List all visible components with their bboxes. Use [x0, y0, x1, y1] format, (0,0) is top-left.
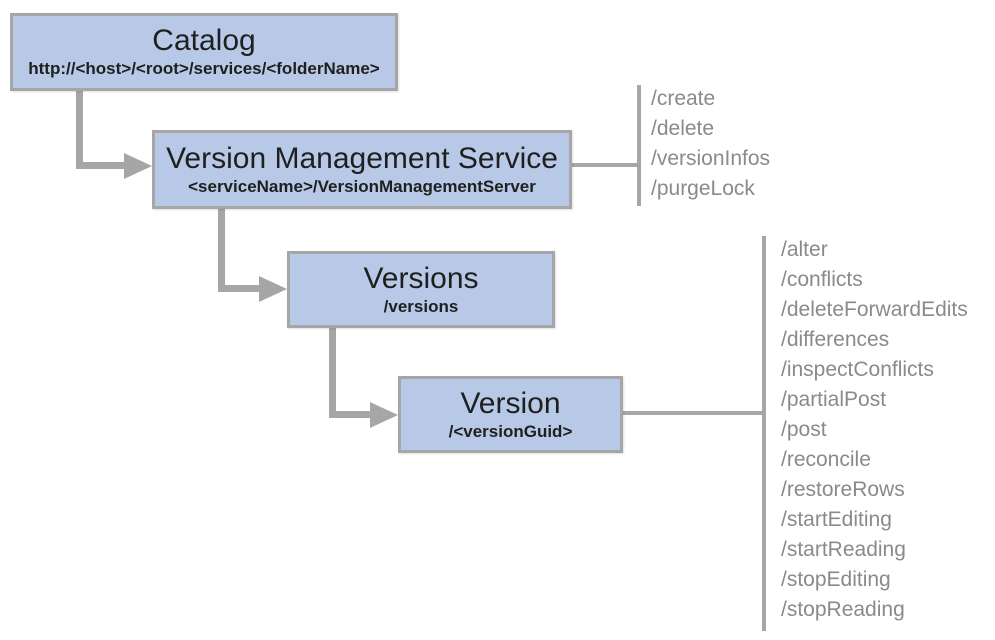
operation-item: /conflicts	[781, 268, 863, 291]
operation-item: /stopReading	[781, 598, 905, 621]
operation-item: /versionInfos	[651, 147, 771, 170]
node-version-management-service: Version Management Service <serviceName>…	[152, 130, 572, 209]
operation-item: /inspectConflicts	[781, 358, 934, 381]
connector-versions-version-horizontal	[329, 411, 374, 418]
connector-catalog-vms-vertical	[76, 90, 83, 169]
operation-item: /delete	[651, 117, 715, 140]
operation-item: /reconcile	[781, 448, 871, 471]
connector-vms-versions-horizontal	[218, 285, 263, 292]
operation-item: /stopEditing	[781, 568, 891, 591]
arrow-right-icon	[124, 153, 152, 179]
node-catalog: Catalog http://<host>/<root>/services/<f…	[10, 13, 398, 91]
operations-list-vms: /create/delete/versionInfos/purgeLock	[651, 84, 770, 204]
node-title: Versions	[363, 261, 479, 295]
operation-item: /alter	[781, 238, 828, 261]
operation-item: /differences	[781, 328, 890, 351]
node-subtitle: /<versionGuid>	[448, 421, 573, 441]
operation-item: /deleteForwardEdits	[781, 298, 968, 321]
node-subtitle: <serviceName>/VersionManagementServer	[188, 176, 536, 196]
node-versions: Versions /versions	[287, 251, 555, 328]
operation-item: /purgeLock	[651, 177, 755, 200]
node-title: Version	[460, 386, 561, 420]
operations-list-version: /alter/conflicts/deleteForwardEdits/diff…	[781, 235, 968, 625]
operation-item: /startEditing	[781, 508, 892, 531]
node-subtitle: /versions	[383, 296, 459, 316]
node-title: Catalog	[152, 24, 256, 57]
bracket-version-operations-vertical	[762, 236, 766, 631]
arrow-right-icon	[370, 402, 398, 428]
operation-item: /post	[781, 418, 827, 441]
connector-vms-versions-vertical	[218, 208, 225, 292]
operation-item: /partialPost	[781, 388, 887, 411]
bracket-vms-operations-horizontal	[572, 163, 637, 167]
bracket-vms-operations-vertical	[637, 85, 641, 206]
bracket-version-operations-horizontal	[623, 411, 764, 415]
operation-item: /restoreRows	[781, 478, 905, 501]
node-subtitle: http://<host>/<root>/services/<folderNam…	[28, 59, 380, 78]
operation-item: /startReading	[781, 538, 906, 561]
node-title: Version Management Service	[166, 141, 558, 175]
connector-versions-version-vertical	[329, 327, 336, 418]
node-version: Version /<versionGuid>	[398, 376, 623, 453]
arrow-right-icon	[259, 276, 287, 302]
operation-item: /create	[651, 87, 716, 110]
connector-catalog-vms-horizontal	[76, 162, 126, 169]
